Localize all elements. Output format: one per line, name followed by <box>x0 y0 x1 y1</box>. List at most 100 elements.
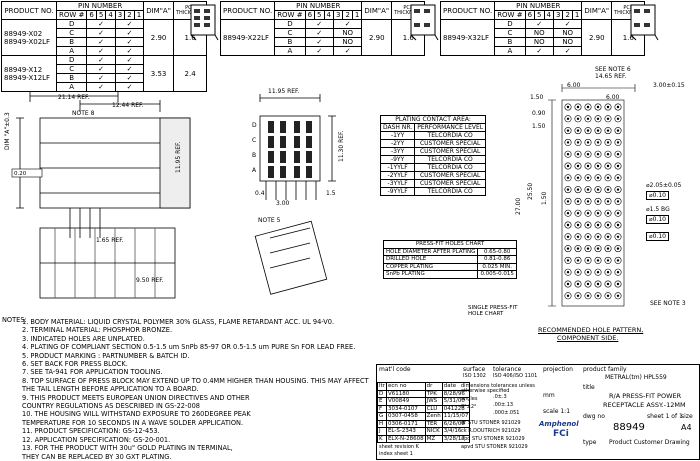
dash-nr: -9YY <box>379 155 416 164</box>
pcb-hole-center <box>576 282 580 286</box>
col-4: 4 <box>543 10 555 20</box>
type-value: Product Customer Drawing <box>609 439 690 446</box>
dash-nr: -2YY <box>379 139 416 148</box>
dim-0-4: 0.4 <box>255 190 265 197</box>
scale-label: scale 1:1 <box>543 408 571 415</box>
pcb-hole-center <box>606 247 610 250</box>
row-label: B <box>274 37 306 47</box>
pcb-hole-center <box>576 188 580 191</box>
tol-3: .000±.051 <box>493 410 520 416</box>
header-row: ROW # <box>274 10 306 20</box>
header-product-no: PRODUCT NO. <box>439 1 496 20</box>
pressfit-title: PRESS-FIT HOLES CHART <box>383 240 517 249</box>
type-label: type <box>583 439 597 446</box>
family-value: METRAL(tm) HPL559 <box>605 374 667 381</box>
pcb-hole-center <box>616 212 620 215</box>
pcb-hole-center <box>616 282 620 286</box>
pcb-hole-center <box>616 105 620 109</box>
pressfit-label: HOLE DIAMETER AFTER PLATING <box>382 247 479 256</box>
rev-dr: CLU <box>424 404 443 413</box>
pcb-hole-center <box>606 259 610 262</box>
pcb-hole-center <box>566 188 570 191</box>
see-note-3: SEE NOTE 3 <box>650 300 686 307</box>
pcb-hole-center <box>586 141 590 144</box>
units-label: mm <box>543 392 555 399</box>
rev-ltr: H <box>377 419 387 428</box>
col-5: 5 <box>95 10 107 20</box>
pcb-hole-center <box>566 164 570 168</box>
col-2: 2 <box>342 10 353 20</box>
col-4: 4 <box>323 10 335 20</box>
pcb-hole-center <box>596 188 600 191</box>
pcb-hole-center <box>586 294 590 297</box>
rev-date: 3/28/17 <box>441 434 471 443</box>
rev-ecn: V61180 <box>385 389 426 398</box>
check-cell: ✓ <box>86 55 116 65</box>
check-cell: NO <box>332 28 363 38</box>
pcb-hole-center <box>576 259 580 262</box>
pcb-hole-center <box>616 117 620 120</box>
check-cell: ✓ <box>552 46 583 56</box>
hole-grid <box>564 103 622 300</box>
rev-date: 11/15/07 <box>441 412 471 421</box>
pos-tolerance: 0.20 <box>14 171 27 177</box>
note-13: 13. FOR THE PRODUCT WITH 30u" GOLD PLATI… <box>22 444 233 453</box>
rev-dr: TPK <box>424 389 443 398</box>
check-cell: ✓ <box>304 37 334 47</box>
pcb-hole-center <box>596 294 600 297</box>
pressfit-value: 0.005-0.015 <box>477 270 517 279</box>
dim-0-90: 0.90 <box>532 110 546 117</box>
dim-27-00: 27.00 <box>515 197 522 215</box>
row-letter-c: C <box>252 137 257 144</box>
check-cell: ✓ <box>304 28 334 38</box>
col-6: 6 <box>86 10 97 20</box>
pcb-hole-center <box>586 212 590 215</box>
performance-level: CUSTOMER SPECIAL <box>414 147 487 156</box>
col-3: 3 <box>114 10 126 20</box>
size-value: A4 <box>681 423 692 432</box>
angles-value: 0°±2° <box>461 404 477 410</box>
note-5: NOTE 5 <box>258 217 281 224</box>
pcb-hole-center <box>576 235 580 238</box>
pcb-hole-center <box>606 200 610 203</box>
product-no: 88949-X22LF <box>219 19 276 56</box>
pcb-hole-center <box>576 105 580 109</box>
pcb-hole-center <box>566 129 570 132</box>
pcb-hole-center <box>586 129 590 132</box>
check-cell: ✓ <box>332 46 363 56</box>
sheet-revision: sheet revision K <box>379 444 419 450</box>
rev-ltr: F <box>377 404 387 413</box>
pcb-hole-center <box>606 235 610 238</box>
rev-ecn: ELX-N-28608 <box>385 434 426 443</box>
row-letter-b: B <box>252 152 257 159</box>
pcb-hole-center <box>586 259 590 262</box>
dim-11-95-front: 11.95 REF. <box>268 88 300 95</box>
note-12: 12. APPLICATION SPECIFICATION: GS-20-001… <box>22 435 171 444</box>
check-cell: ✓ <box>524 46 554 56</box>
dim-1-50-hp: 1.50 <box>530 94 544 101</box>
fci-logo: FCi <box>553 429 569 439</box>
performance-level: TELCORDIA CO <box>414 155 487 164</box>
dim-a-value: 2.90 <box>361 19 393 56</box>
pcb-hole-center <box>616 176 620 179</box>
row-label: D <box>274 19 306 29</box>
pcb-hole-center <box>586 223 590 227</box>
col-2: 2 <box>562 10 573 20</box>
pcb-hole-center <box>576 212 580 215</box>
rev-ecn: 0307-0458 <box>385 412 426 421</box>
connector-thumbnail-3 <box>630 4 659 41</box>
pcb-hole-center <box>586 235 590 238</box>
note-9-cont: COUNTRY REGULATIONS AS DESCRIBED IN GS-2… <box>22 402 200 411</box>
plating-title: PLATING CONTACT AREA: <box>379 115 487 124</box>
pcb-hole-center <box>586 164 590 168</box>
check-cell: ✓ <box>86 46 116 56</box>
check-cell: ✓ <box>114 37 145 47</box>
pcb-hole-center <box>586 200 590 203</box>
rev-ltr: D <box>377 389 387 398</box>
col-4: 4 <box>105 10 116 20</box>
note-7: 7. SEE TA-941 FOR APPLICATION TOOLING. <box>22 368 163 377</box>
pcb-hole-center <box>596 259 600 262</box>
rev-hdr-ltr: ltr <box>377 382 387 391</box>
